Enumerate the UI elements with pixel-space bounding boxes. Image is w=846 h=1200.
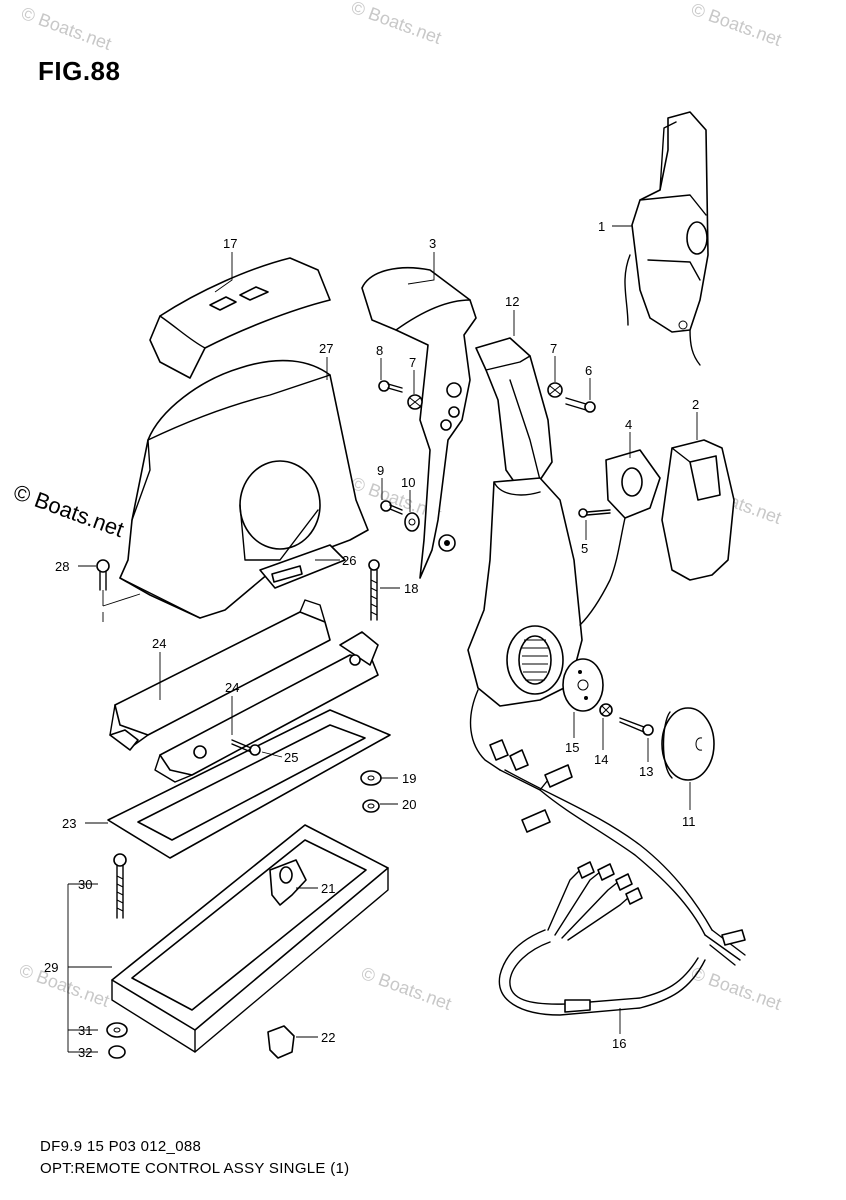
- part-washer-31: [106, 1022, 128, 1038]
- part-screw-9: [380, 500, 403, 515]
- figure-title: FIG.88: [38, 56, 121, 86]
- callout-10: 10: [401, 475, 415, 490]
- leader-lines: [67, 225, 698, 1053]
- callout-26: 26: [342, 553, 356, 568]
- part-knob-11: [661, 707, 715, 781]
- part-clip: [269, 859, 307, 906]
- callout-29: 29: [44, 960, 58, 975]
- part-wire-harness: [469, 689, 746, 1016]
- part-housing-cover: [119, 359, 369, 619]
- part-washer-10: [404, 512, 420, 532]
- callout-9: 9: [377, 463, 384, 478]
- callout-24a: 24: [152, 636, 166, 651]
- part-screw-8: [378, 380, 403, 393]
- part-throttle-lever: [361, 266, 477, 579]
- part-screw-18: [368, 559, 380, 621]
- part-screw-6: [565, 397, 596, 413]
- callout-12: 12: [505, 294, 519, 309]
- part-screw-5: [578, 508, 611, 518]
- callout-21: 21: [321, 881, 335, 896]
- part-remote-control-box: [624, 111, 709, 366]
- callout-11: 11: [682, 814, 696, 829]
- part-handle-grip: [661, 439, 735, 581]
- callout-7a: 7: [409, 355, 416, 370]
- callout-31: 31: [78, 1023, 92, 1038]
- callout-1: 1: [598, 219, 605, 234]
- callout-17: 17: [223, 236, 237, 251]
- part-washer-7b: [547, 382, 563, 398]
- callout-16: 16: [612, 1036, 626, 1051]
- part-base-frame: [111, 824, 389, 1053]
- callout-3: 3: [429, 236, 436, 251]
- footer-caption: OPT:REMOTE CONTROL ASSY SINGLE (1): [40, 1160, 350, 1177]
- callout-27: 27: [319, 341, 333, 356]
- part-screw-13: [619, 717, 654, 736]
- watermark: © Boats.net: [17, 960, 112, 1011]
- part-bracket-lower: [154, 631, 379, 783]
- watermark: © Boats.net: [689, 0, 784, 50]
- callout-25: 25: [284, 750, 298, 765]
- part-arm-link: [475, 337, 553, 491]
- callout-22: 22: [321, 1030, 335, 1045]
- part-screw-30: [113, 853, 127, 919]
- callout-23: 23: [62, 816, 76, 831]
- callout-6: 6: [585, 363, 592, 378]
- callout-labels: 1 2 3 4 5 6 7 7 8 9 10 11 12 13 14 15 16…: [44, 219, 699, 1060]
- callout-15: 15: [565, 740, 579, 755]
- watermark: © Boats.net: [689, 963, 784, 1014]
- callout-5: 5: [581, 541, 588, 556]
- part-plate-insert: [259, 544, 346, 589]
- callout-20: 20: [402, 797, 416, 812]
- watermark: © Boats.net: [19, 3, 114, 54]
- part-lever-housing: [467, 477, 583, 707]
- callout-14: 14: [594, 752, 608, 767]
- footer-code: DF9.9 15 P03 012_088: [40, 1138, 202, 1155]
- callout-30: 30: [78, 877, 92, 892]
- part-washer-14: [599, 703, 613, 717]
- part-plate-15: [562, 658, 604, 712]
- watermark: © Boats.net: [349, 0, 444, 48]
- watermark-prominent: © Boats.net: [10, 479, 127, 542]
- callout-24b: 24: [225, 680, 239, 695]
- callout-2: 2: [692, 397, 699, 412]
- part-screw-28: [96, 559, 110, 591]
- callout-4: 4: [625, 417, 632, 432]
- part-nut-32: [108, 1045, 126, 1059]
- callout-13: 13: [639, 764, 653, 779]
- callout-19: 19: [402, 771, 416, 786]
- part-washer-19: [360, 770, 382, 786]
- part-washer-7a: [407, 394, 423, 410]
- part-nut-20: [362, 799, 380, 813]
- part-switch-4: [579, 449, 661, 626]
- callout-18: 18: [404, 581, 418, 596]
- part-small-block: [267, 1025, 295, 1059]
- callout-28: 28: [55, 559, 69, 574]
- callout-7b: 7: [550, 341, 557, 356]
- part-screw-25: [231, 739, 261, 756]
- watermark: © Boats.net: [359, 963, 454, 1014]
- part-top-cap: [149, 257, 331, 379]
- callout-32: 32: [78, 1045, 92, 1060]
- part-bracket-upper: [109, 599, 331, 751]
- callout-8: 8: [376, 343, 383, 358]
